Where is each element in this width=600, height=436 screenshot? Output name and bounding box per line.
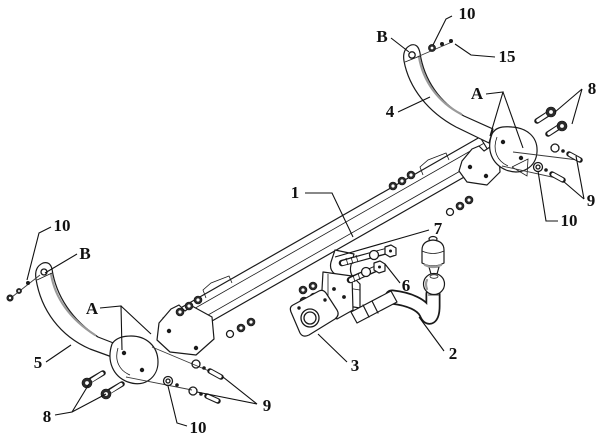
beam-left-fasteners [175, 275, 256, 339]
callout-washer-bottom: 10 [190, 418, 207, 436]
right-bolt-fasteners [534, 106, 568, 137]
right-washer-sets [532, 143, 583, 183]
callout-bolt-short: 6 [402, 276, 411, 295]
right-arm-stud-fasteners [428, 39, 453, 52]
callout-washer-set-left: 9 [263, 396, 272, 415]
callout-nut-top-right: 10 [459, 4, 476, 23]
callout-labels: 10 B 15 4 A 8 9 10 1 7 6 2 3 5 B 10 A 8 … [34, 4, 597, 436]
callout-bolts-left: 8 [43, 407, 52, 426]
left-side-arm-part [35, 262, 117, 358]
callout-side-arm-right: 4 [386, 102, 395, 121]
leader-lines [26, 15, 585, 427]
bolt-6-part [346, 260, 386, 284]
callout-washer-right: 10 [561, 211, 578, 230]
callout-spacers-top: 15 [499, 47, 516, 66]
cover-cap-part [421, 235, 445, 269]
callout-point-b-left: B [79, 244, 90, 263]
bolt-7-part [338, 244, 397, 267]
swan-neck-towball-part [350, 266, 446, 325]
callout-washer-set-right: 9 [587, 191, 596, 210]
callout-bolts-right: 8 [588, 79, 597, 98]
callout-point-b-right: B [376, 27, 387, 46]
socket-plate-part [289, 289, 339, 337]
callout-side-arm-left: 5 [34, 353, 43, 372]
left-arm-stud-fasteners [6, 281, 30, 302]
callout-socket-plate: 3 [351, 356, 360, 375]
left-end-bracket-part [156, 304, 215, 356]
left-side-plate-part [109, 335, 159, 385]
callout-side-plate-right: A [471, 84, 484, 103]
left-washer-sets [162, 359, 224, 404]
right-side-plate-part [489, 126, 538, 177]
callout-crossbeam: 1 [291, 183, 300, 202]
beam-right-fasteners [388, 152, 474, 217]
callout-tow-ball: 2 [449, 344, 458, 363]
callout-side-plate-left: A [86, 299, 99, 318]
callout-nut-top-left: 10 [54, 216, 71, 235]
callout-bolt-long: 7 [434, 219, 443, 238]
